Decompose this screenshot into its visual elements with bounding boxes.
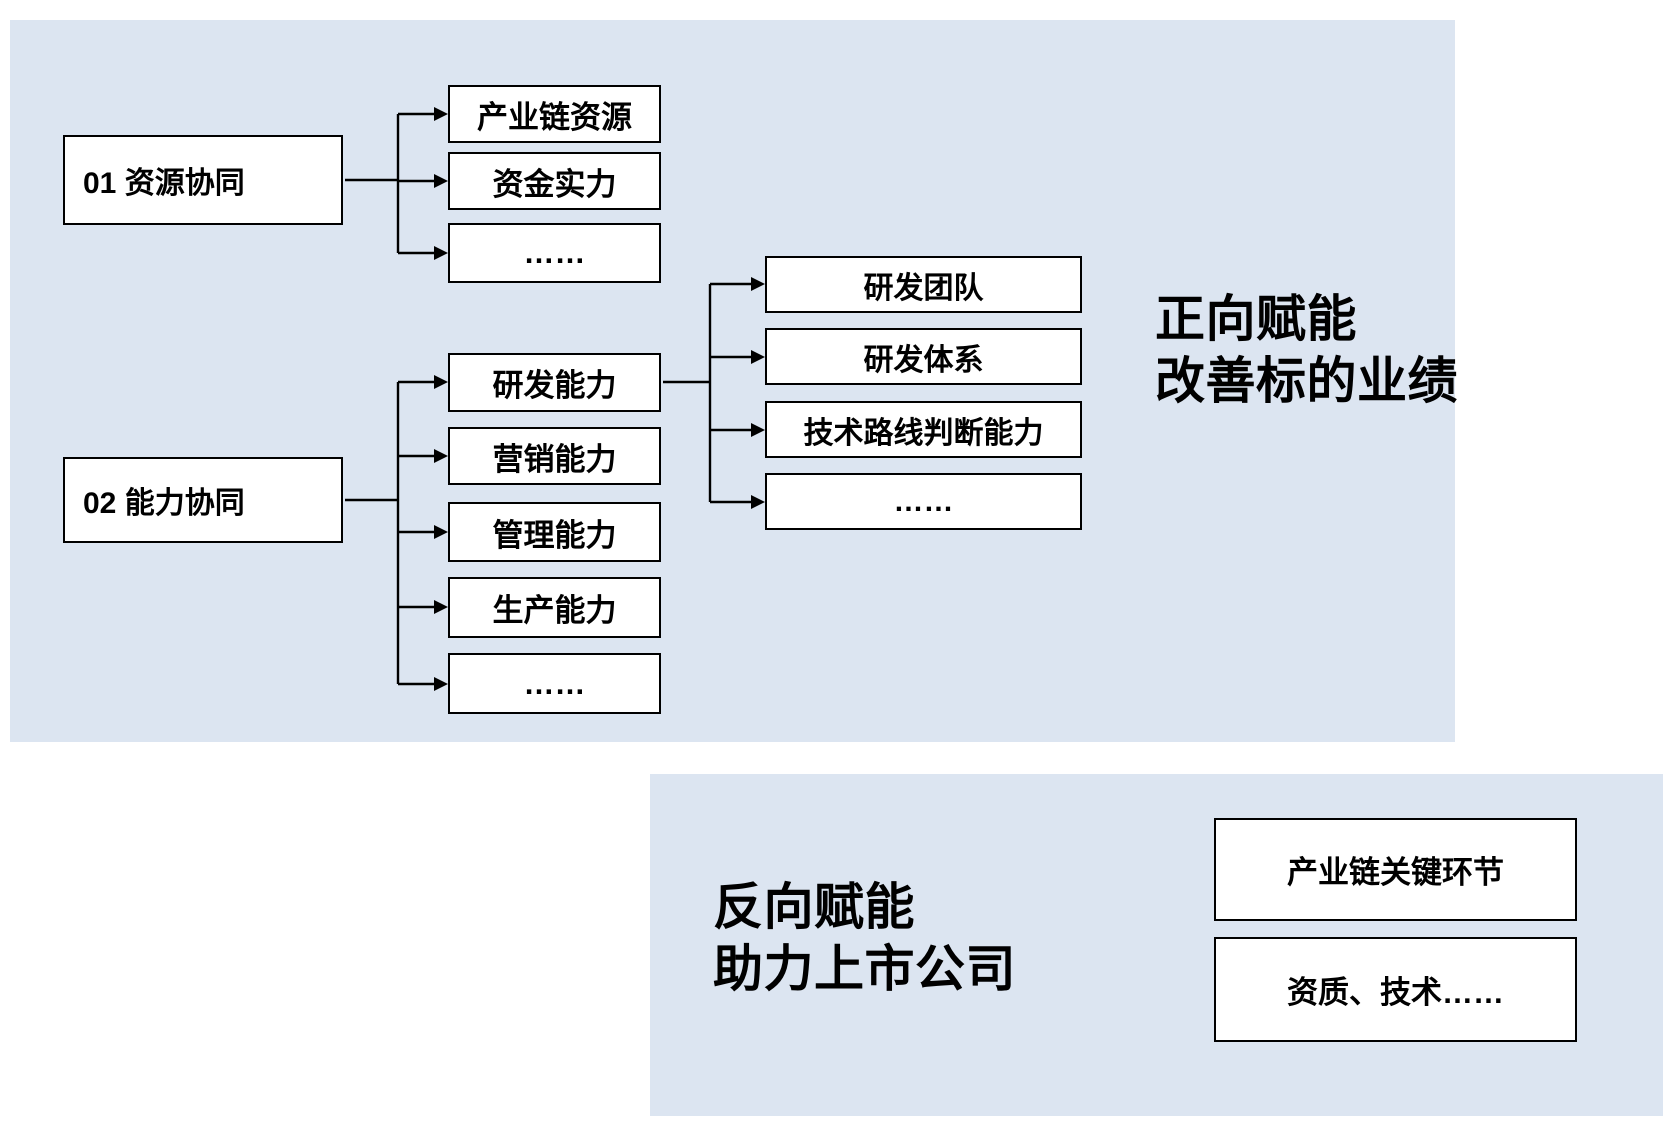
node-rd-system: 研发体系 [765, 328, 1082, 385]
node-rd-capability: 研发能力 [448, 353, 661, 412]
reverse-caption-line1: 反向赋能 [713, 879, 915, 935]
node-capital-strength: 资金实力 [448, 152, 661, 210]
node-qualifications-technology: 资质、技术…… [1214, 937, 1577, 1042]
node-marketing-capability: 营销能力 [448, 427, 661, 485]
node-rd-ellipsis: …… [765, 473, 1082, 530]
reverse-empowerment-caption: 反向赋能 助力上市公司 [713, 876, 1016, 1000]
node-industry-chain-key-links: 产业链关键环节 [1214, 818, 1577, 921]
node-industry-chain-resources: 产业链资源 [448, 85, 661, 143]
node-resource-ellipsis: …… [448, 223, 661, 283]
forward-caption-line1: 正向赋能 [1155, 291, 1357, 347]
node-resource-synergy: 01 资源协同 [63, 135, 343, 225]
node-capability-synergy: 02 能力协同 [63, 457, 343, 543]
node-production-capability: 生产能力 [448, 577, 661, 638]
forward-empowerment-caption: 正向赋能 改善标的业绩 [1155, 288, 1458, 412]
forward-caption-line2: 改善标的业绩 [1155, 353, 1458, 409]
node-tech-route-judgment: 技术路线判断能力 [765, 401, 1082, 458]
node-capability-ellipsis: …… [448, 653, 661, 714]
node-management-capability: 管理能力 [448, 502, 661, 562]
reverse-caption-line2: 助力上市公司 [713, 941, 1016, 997]
node-rd-team: 研发团队 [765, 256, 1082, 313]
